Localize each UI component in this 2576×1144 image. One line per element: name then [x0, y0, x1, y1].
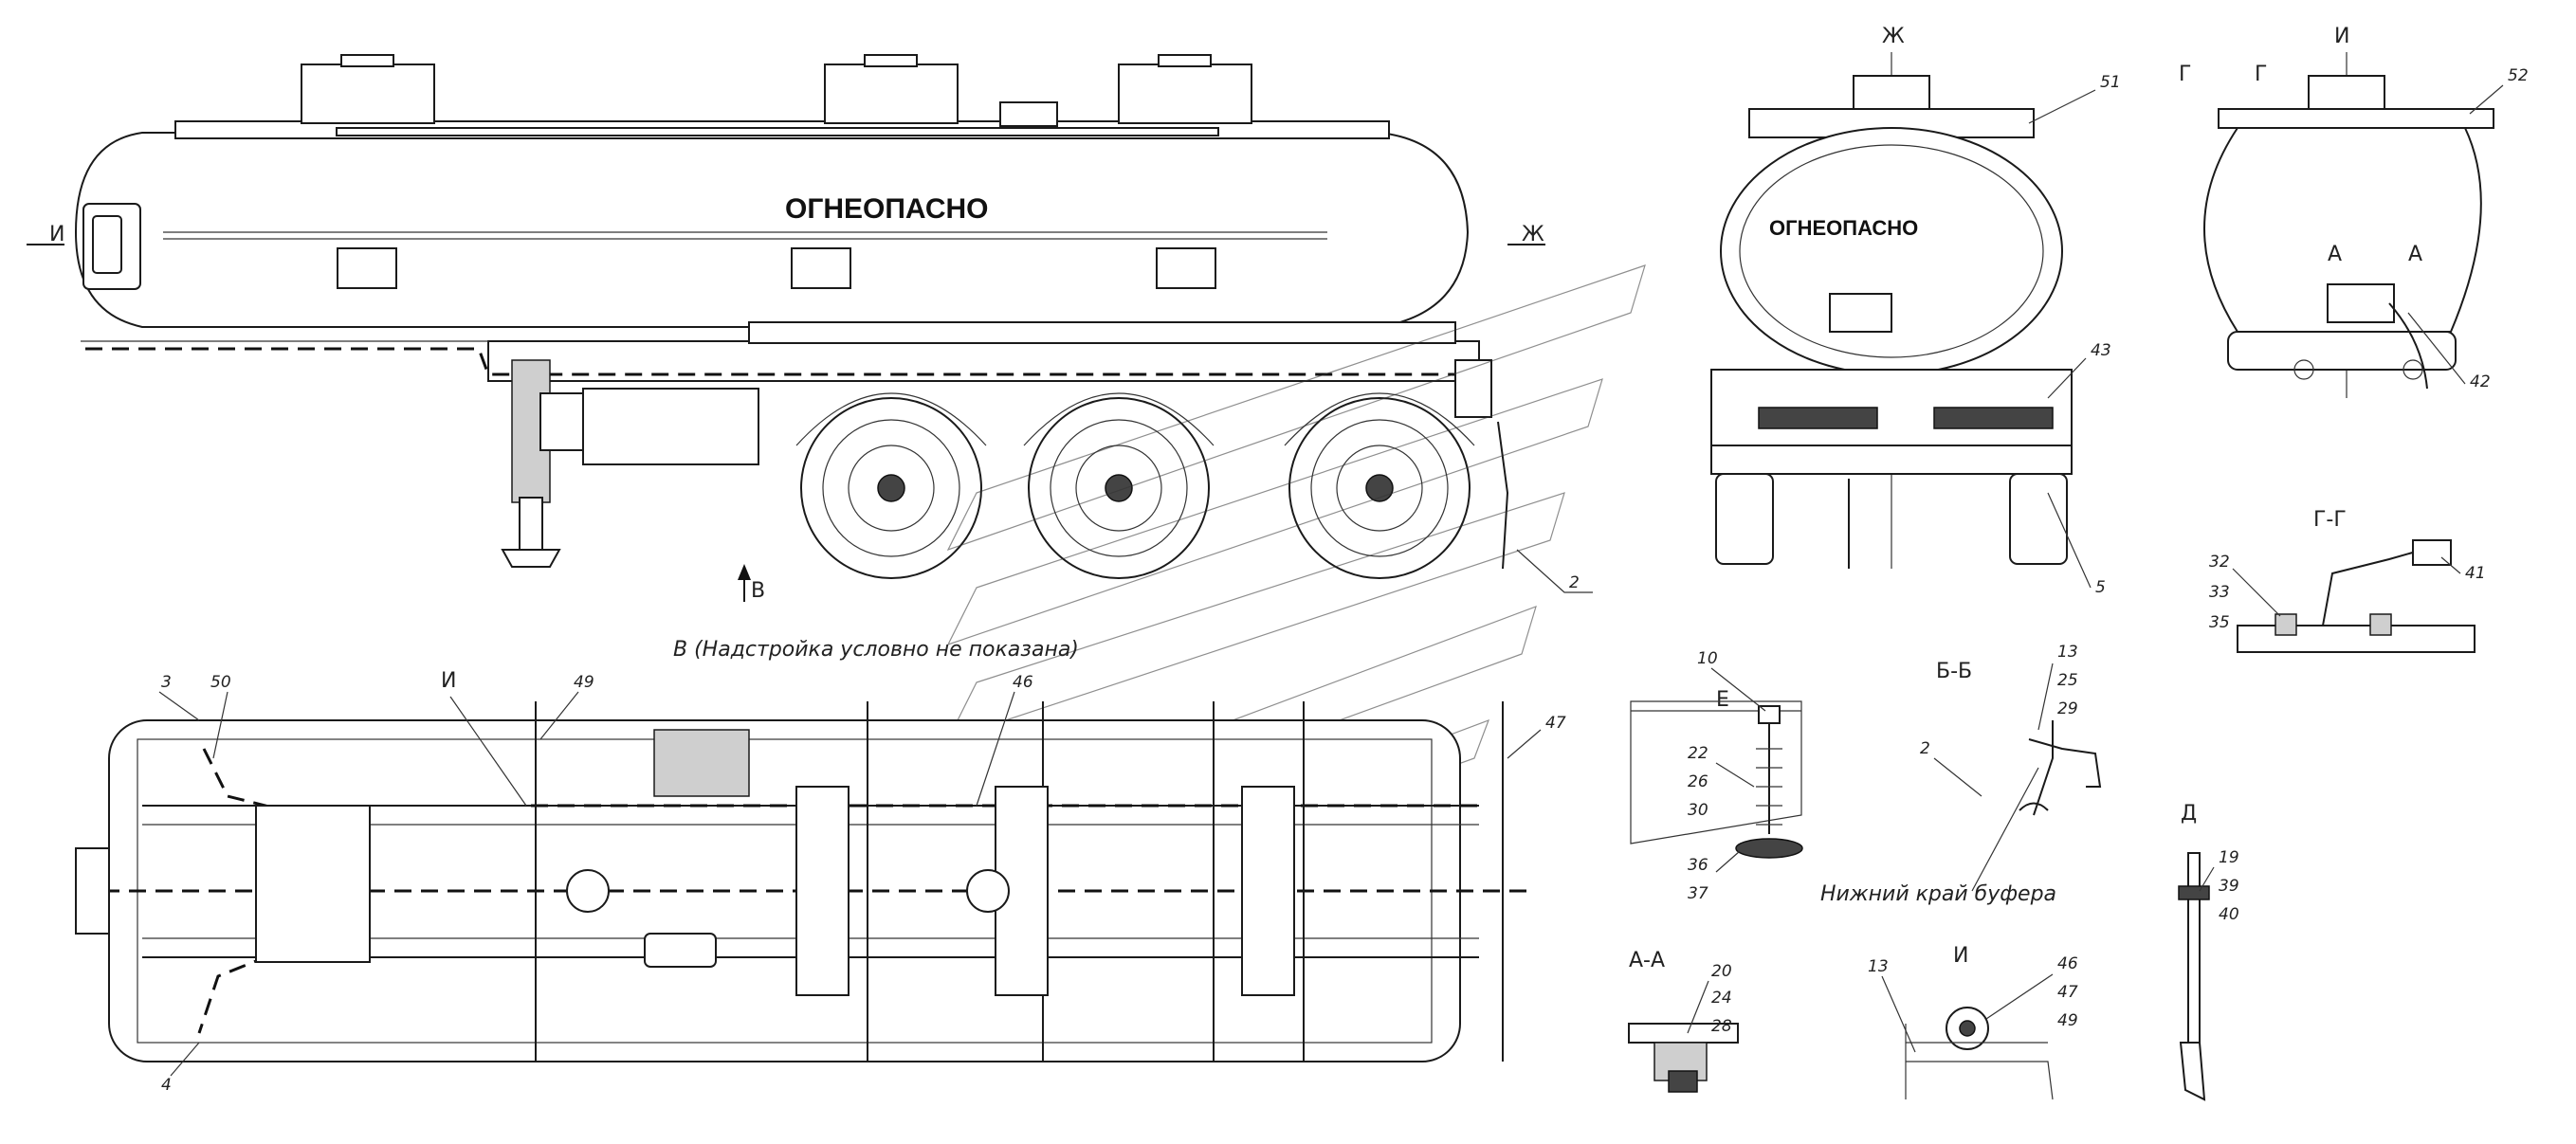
callout-10: 10	[1697, 649, 1718, 668]
view-label-gg: Г-Г	[2313, 508, 2347, 532]
callout-37: 41	[2465, 564, 2486, 583]
front-view-i: И Г Г А А 52 42	[2179, 25, 2529, 398]
callout-27: 29	[2057, 699, 2078, 718]
arrow-label-v: В	[751, 579, 765, 603]
detail-aa: А-А 20 24 28	[1628, 949, 1739, 1093]
callout-29: 32	[2209, 553, 2230, 572]
view-label-e: Е	[1716, 688, 1729, 712]
detail-gg: Г-Г 41 32 33 35	[2209, 508, 2486, 653]
callout-46: 43	[2091, 341, 2111, 360]
section-mark-a-left: А	[2328, 243, 2342, 266]
callout-50: 49	[2057, 1011, 2078, 1030]
callout-24: 25	[2057, 671, 2078, 690]
callout-40: 47	[1545, 714, 1566, 733]
callout-5: 5	[2095, 578, 2106, 597]
callout-51: 51	[2100, 73, 2121, 92]
callout-13: 13	[1868, 957, 1889, 976]
detail-i-lower: И 13 46 47 49	[1868, 944, 2078, 1100]
callout-47: 46	[2057, 954, 2078, 973]
callout-25: 26	[1688, 772, 1708, 791]
side-view: ОГНЕОПАСНО И Ж В 2	[27, 54, 1593, 603]
callout-19: 13	[2057, 643, 2078, 662]
callout-4: 4	[161, 1076, 172, 1095]
warning-label-side: ОГНЕОПАСНО	[785, 193, 989, 225]
view-label-aa: А-А	[1629, 949, 1665, 972]
detail-bb: Б-Б 13 25 29 2 Нижний край буфера	[1820, 643, 2102, 906]
callout-42: 50	[210, 673, 231, 692]
callout-52: 52	[2508, 66, 2529, 85]
section-mark-g-right: Г	[2255, 63, 2267, 86]
callout-33: 40	[2219, 905, 2239, 924]
callout-28: 30	[1688, 801, 1708, 820]
rear-view-zh: Ж ОГНЕОПАСНО 51 43 5	[1710, 25, 2121, 597]
callout-31: 35	[2209, 613, 2230, 632]
callout-35: 36	[1688, 856, 1708, 875]
callout-41: 49	[574, 673, 594, 692]
callout-39: 46	[1013, 673, 1033, 692]
view-label-bb: Б-Б	[1936, 660, 1972, 683]
arrow-label-zh: Ж	[1522, 223, 1544, 246]
detail-e: Е 10 22 26 30 36 37	[1630, 649, 1803, 903]
callout-23: 24	[1711, 989, 1732, 1008]
plan-label-i: И	[441, 669, 456, 693]
callout-49: 47	[2057, 983, 2078, 1002]
section-mark-g-left: Г	[2179, 63, 2191, 86]
callout-32: 39	[2219, 877, 2239, 896]
view-label-zh: Ж	[1882, 25, 1905, 48]
view-label-i-detail: И	[1953, 944, 1968, 968]
callout-3: 3	[161, 673, 172, 692]
plan-view: В (Надстройка условно не показана)	[75, 638, 1566, 1095]
callout-2b: 2	[1920, 739, 1930, 758]
callout-30: 33	[2209, 583, 2230, 602]
callout-2: 2	[1569, 573, 1580, 592]
callout-36: 37	[1688, 884, 1708, 903]
callout-20: 20	[1711, 962, 1732, 981]
buffer-note: Нижний край буфера	[1820, 882, 2056, 906]
view-label-i: И	[2334, 25, 2349, 48]
callout-22: 22	[1688, 744, 1708, 763]
arrow-label-i: И	[49, 223, 64, 246]
callout-43: 42	[2470, 372, 2491, 391]
section-mark-a-right: А	[2408, 243, 2422, 266]
view-label-d: Д	[2181, 802, 2197, 826]
callout-26: 28	[1711, 1017, 1732, 1036]
plan-caption: В (Надстройка условно не показана)	[673, 638, 1079, 662]
detail-d: Д 19 39 40	[2178, 802, 2239, 1101]
warning-label-rear: ОГНЕОПАСНО	[1769, 216, 1918, 240]
callout-21: 19	[2219, 848, 2239, 867]
